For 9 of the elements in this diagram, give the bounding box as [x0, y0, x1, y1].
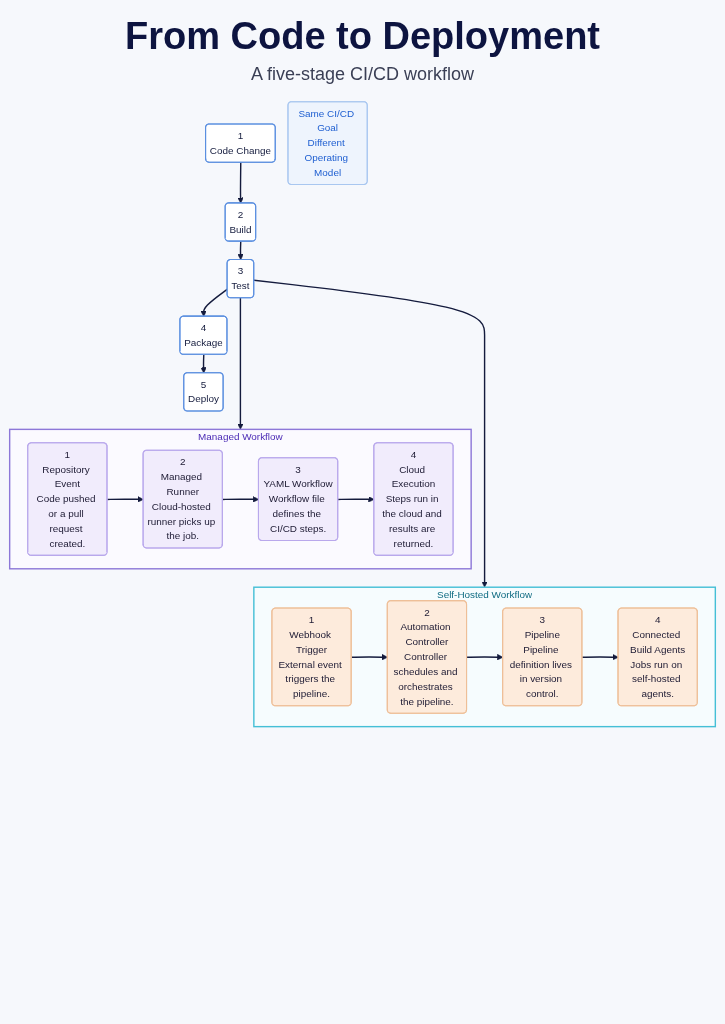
- arrow: [237, 240, 244, 261]
- arrow: [237, 161, 244, 204]
- arrow: [581, 654, 619, 661]
- arrow: [106, 496, 144, 503]
- arrow: [200, 354, 207, 374]
- arrow: [237, 297, 244, 430]
- arrow: [253, 279, 488, 588]
- title: From Code to Deployment: [125, 14, 600, 58]
- subtitle: A five-stage CI/CD workflow: [250, 63, 475, 86]
